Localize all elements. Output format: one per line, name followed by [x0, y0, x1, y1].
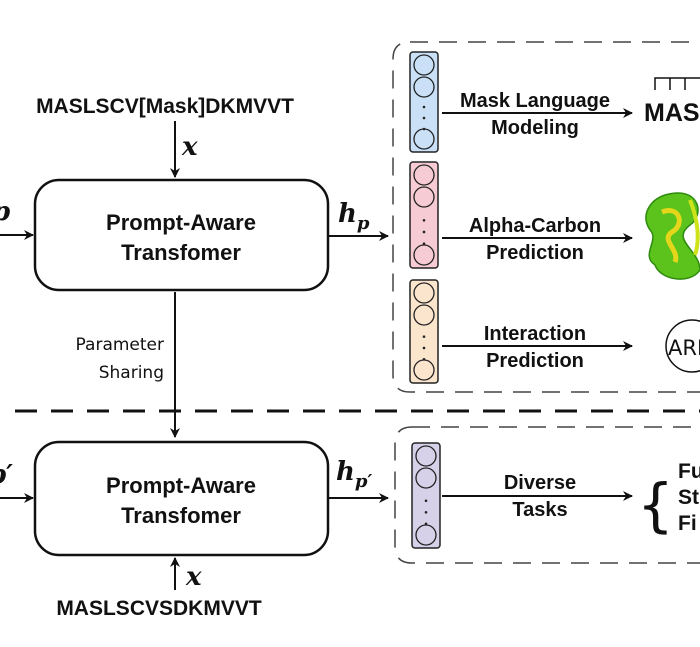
downstream-output-1: Fu [678, 460, 700, 483]
bottom-input-sequence: MASLSCVSDKMVVT [56, 597, 262, 620]
task-0-label-2: Modeling [491, 117, 579, 139]
bottom-transformer-box [33, 440, 330, 557]
task-0-embedding [409, 51, 439, 153]
mask-output-brackets [654, 77, 700, 90]
top-input-sequence: MASLSCV[Mask]DKMVVT [36, 95, 294, 118]
top-transformer-box [33, 178, 330, 292]
neuron-node [415, 445, 437, 467]
downstream-output-2: St [678, 486, 699, 509]
task-2-label-1: Interaction [484, 323, 586, 345]
ellipsis-dot [422, 105, 426, 109]
ellipsis-dot [422, 116, 426, 120]
neuron-node [413, 244, 435, 266]
task-0-label-1: Mask Language [460, 90, 610, 112]
ellipsis-dot [422, 335, 426, 338]
mask-output-sequence: MAS [644, 99, 700, 127]
top-prompt-symbol: p [0, 197, 10, 227]
task-1-label-2: Prediction [486, 242, 584, 264]
ellipsis-dot [424, 522, 428, 526]
bottom-input-symbol: x [185, 562, 202, 592]
output-brace: { [637, 471, 674, 539]
neuron-node [413, 282, 435, 304]
ellipsis-dot [422, 219, 426, 222]
bottom-output-symbol: hp′ [336, 457, 372, 492]
downstream-output-3: Fi [678, 512, 697, 535]
task-2-label-2: Prediction [486, 350, 584, 372]
bottom-transformer-label-2: Transfomer [121, 503, 241, 528]
interaction-output-label: ARF [668, 336, 700, 360]
top-transformer-label-1: Prompt-Aware [106, 210, 256, 235]
neuron-node [413, 304, 435, 326]
top-input-symbol: x [181, 132, 198, 162]
downstream-tasks-box [394, 426, 700, 564]
task-0-embedding-bar [409, 51, 439, 153]
protein-structure-image [645, 192, 700, 280]
interaction-output-node [665, 319, 700, 373]
neuron-node [415, 467, 437, 489]
neuron-node [413, 76, 435, 98]
neuron-node [413, 54, 435, 76]
neuron-node [413, 186, 435, 208]
downstream-label-2: Tasks [512, 499, 567, 521]
ellipsis-dot [422, 127, 426, 131]
ellipsis-dot [422, 242, 426, 245]
neuron-node [413, 164, 435, 186]
task-1-label-1: Alpha-Carbon [469, 215, 601, 237]
top-output-symbol: hp [338, 199, 370, 234]
ellipsis-dot [422, 358, 426, 361]
downstream-embedding-bar [411, 442, 441, 549]
parameter-sharing-label-2: Sharing [99, 363, 164, 383]
task-1-embedding [409, 161, 439, 269]
ellipsis-dot [424, 499, 428, 503]
parameter-sharing-label-1: Parameter [76, 335, 164, 355]
top-transformer-label-2: Transfomer [121, 240, 241, 265]
bottom-transformer-label-1: Prompt-Aware [106, 473, 256, 498]
task-1-embedding-bar [409, 161, 439, 269]
ellipsis-dot [422, 230, 426, 234]
task-2-embedding-bar [409, 279, 439, 384]
downstream-label-1: Diverse [504, 472, 576, 494]
downstream-embedding [411, 442, 441, 549]
ellipsis-dot [422, 346, 426, 350]
bottom-prompt-symbol: p′ [0, 460, 13, 490]
ellipsis-dot [424, 511, 428, 514]
pretraining-tasks-box [392, 41, 700, 393]
task-2-embedding [409, 279, 439, 384]
